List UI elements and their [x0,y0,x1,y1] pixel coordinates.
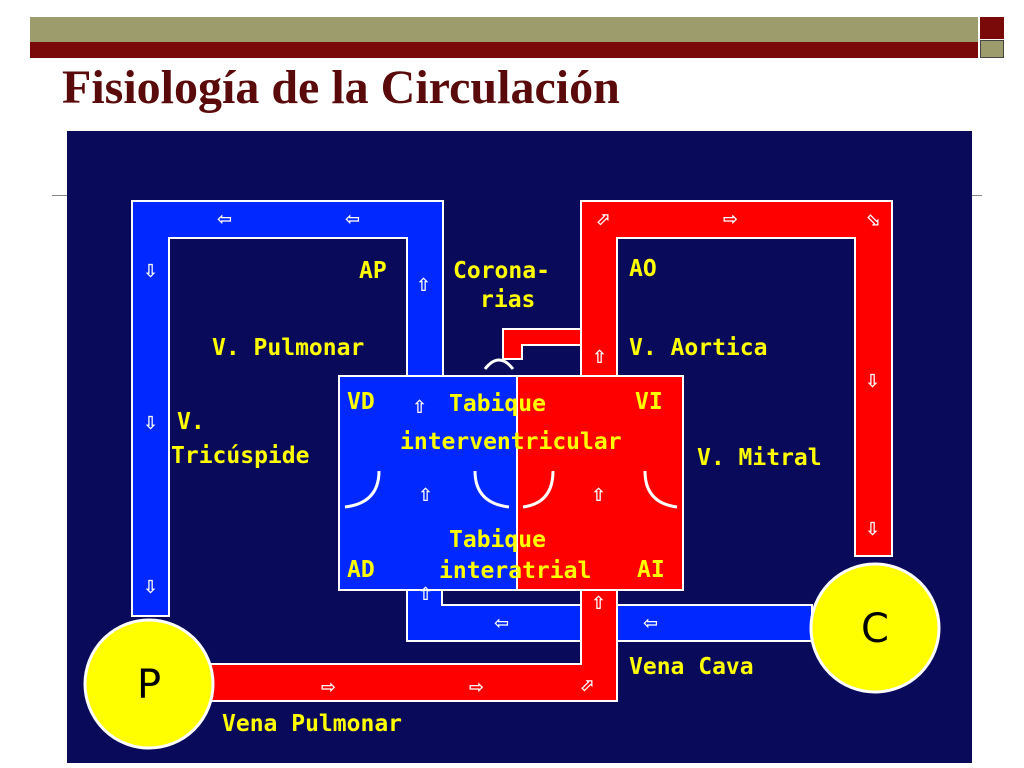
header-olive-bar [30,17,978,42]
body-node-label: C [861,606,889,652]
mitral-valve-left [522,470,555,509]
arrow-left-icon: ⇦ [643,613,658,634]
arrow-up-right-icon: ⬀ [595,209,610,230]
coronary-branch [502,328,582,360]
body-node [809,562,941,694]
label-tabique-interventricular: Tabique [449,391,546,417]
arrow-up-icon: ⇧ [412,397,427,418]
tricuspid-valve-right [473,470,510,509]
arrow-left-icon: ⇦ [494,613,509,634]
header-red-bar [30,42,978,58]
label-ai: AI [637,557,665,583]
arrow-up-icon: ⇧ [418,584,433,605]
label-tabique-interatrial: Tabique [449,527,546,553]
arrow-up-icon: ⇧ [591,593,606,614]
arrow-right-icon: ⇨ [469,677,484,698]
lungs-node [83,618,215,750]
label-ap: AP [359,258,387,284]
label-ad: AD [347,557,375,583]
label-ao: AO [629,256,657,282]
label-v-pulmonar: V. Pulmonar [212,335,364,361]
label-v-aortica: V. Aortica [629,335,767,361]
pulmonary-artery-pipe [131,200,444,617]
arrow-up-right-icon: ⬀ [579,675,594,696]
label-vd: VD [347,389,375,415]
arrow-up-icon: ⇧ [592,347,607,368]
label-interatrial: interatrial [439,558,591,584]
label-v-mitral: V. Mitral [697,445,822,471]
label-vi: VI [635,389,663,415]
label-coronarias-line2: rias [480,287,535,313]
mitral-valve-right [643,470,678,509]
heart-left-side [516,375,684,591]
arrow-up-icon: ⇧ [416,275,431,296]
coronary-valve [483,358,515,370]
label-interventricular: interventricular [400,429,622,455]
label-vena-cava: Vena Cava [629,654,754,680]
label-vena-pulmonar: Vena Pulmonar [222,711,402,737]
label-v-tricuspide-line1: V. [177,409,205,435]
arrow-up-icon: ⇧ [591,485,606,506]
arrow-right-icon: ⇨ [723,209,738,230]
arrow-right-icon: ⇨ [321,677,336,698]
arrow-down-right-icon: ⬂ [865,209,880,230]
tricuspid-valve-left [344,470,381,509]
arrow-down-icon: ⇩ [143,413,158,434]
label-v-tricuspide-line2: Tricúspide [171,443,309,469]
label-coronarias-line1: Corona- [453,258,550,284]
arrow-down-icon: ⇩ [865,519,880,540]
arrow-left-icon: ⇦ [217,209,232,230]
arrow-left-icon: ⇦ [345,209,360,230]
corner-square-red [980,17,1004,39]
arrow-up-icon: ⇧ [418,485,433,506]
circulation-diagram: P C ⇦ ⇦ ⇩ ⇩ ⇩ ⇧ ⇧ ⬀ ⇨ ⬂ ⇩ ⇩ ⇧ ⇧ ⇧ ⇧ ⇧ ⇦ … [67,131,972,763]
corner-square-olive [980,40,1004,58]
lungs-node-label: P [137,662,161,708]
slide-title: Fisiología de la Circulación [62,61,620,114]
arrow-down-icon: ⇩ [143,577,158,598]
arrow-down-icon: ⇩ [865,371,880,392]
arrow-down-icon: ⇩ [143,261,158,282]
